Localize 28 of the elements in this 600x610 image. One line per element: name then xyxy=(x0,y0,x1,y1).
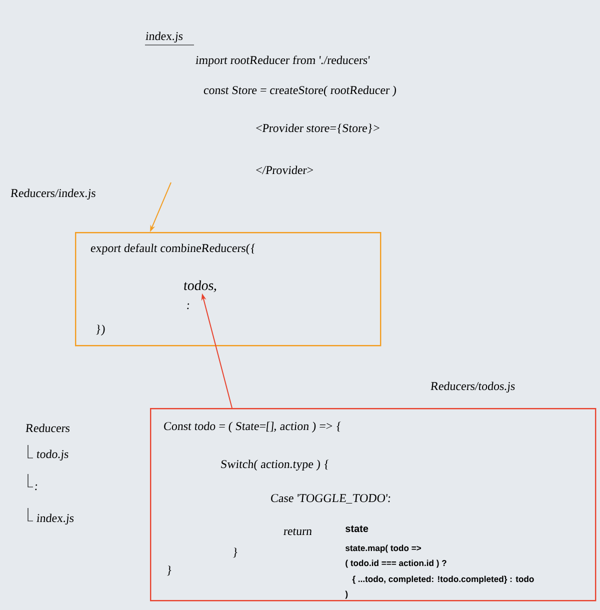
code-line: import rootReducer from './reducers' xyxy=(195,56,370,67)
file-tree-label: todo.js xyxy=(36,450,68,461)
code-line: state.map( todo => xyxy=(346,544,422,553)
code-line: <Provider store={Store}> xyxy=(256,124,380,134)
file-name: Reducers/index.js xyxy=(10,188,96,200)
code-line: }) xyxy=(96,324,105,336)
code-line: : xyxy=(187,303,190,310)
file-name: Reducers/todos.js xyxy=(430,382,515,393)
code-line: } xyxy=(233,548,238,558)
file-tree-label: : xyxy=(35,484,38,490)
code-line: { ...todo, completed: !todo.completed} : todo xyxy=(352,576,534,584)
code-line: Const todo = ( State=[], action ) => { xyxy=(164,422,341,433)
code-line: } xyxy=(167,566,172,576)
code-box xyxy=(150,382,596,602)
code-line: const Store = createStore( rootReducer ) xyxy=(204,86,396,97)
file-name: index.js xyxy=(144,32,194,46)
code-line: Switch( action.type ) { xyxy=(221,460,329,471)
code-line: ) xyxy=(345,590,348,599)
code-line: state xyxy=(346,526,368,532)
code-line: Case 'TOGGLE_TODO': xyxy=(271,494,390,504)
code-line: </Provider> xyxy=(256,166,314,174)
file-tree-label: Reducers xyxy=(26,424,70,432)
file-tree-label: index.js xyxy=(36,514,74,525)
code-line: return xyxy=(283,528,312,536)
code-line: todos, xyxy=(184,280,216,292)
code-line: ( todo.id === action.id ) ? xyxy=(346,560,446,568)
code-line: export default combineReducers({ xyxy=(90,244,256,255)
code-box xyxy=(10,188,382,346)
